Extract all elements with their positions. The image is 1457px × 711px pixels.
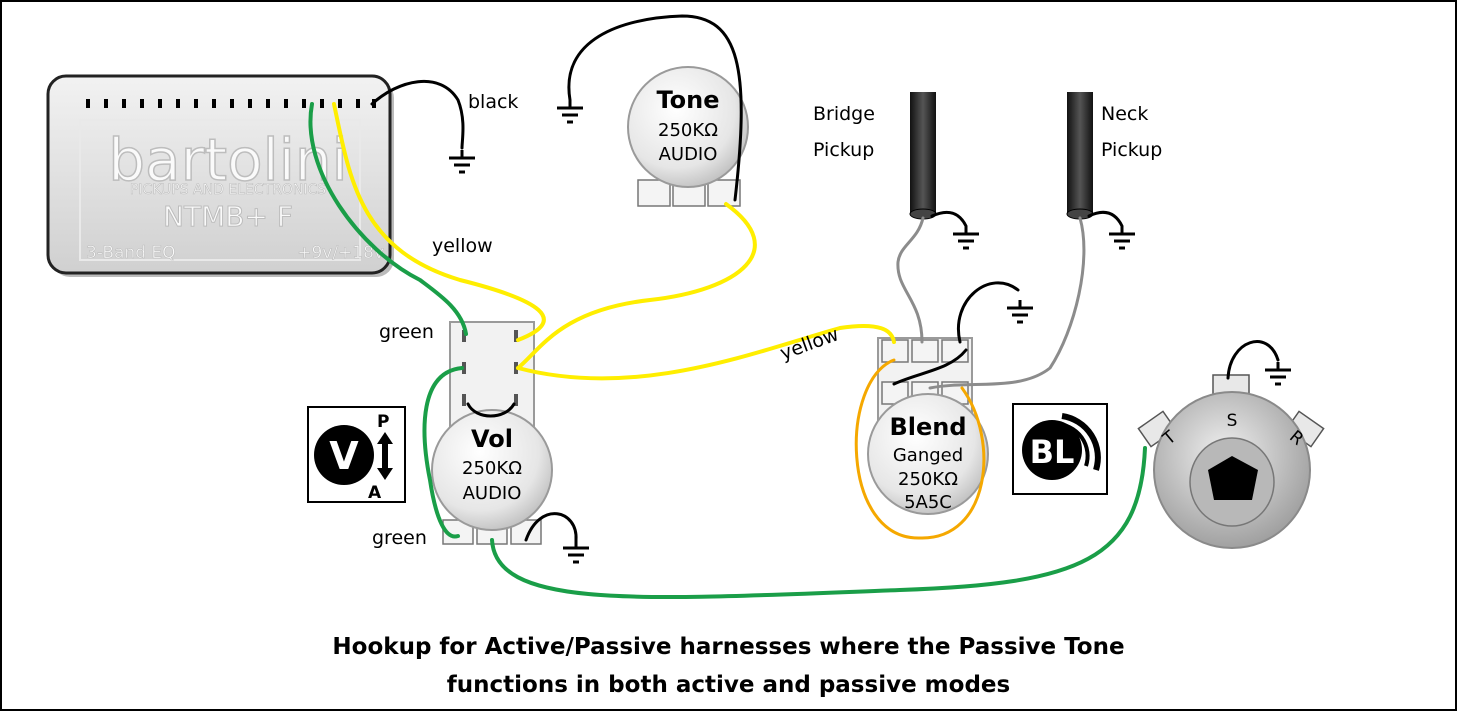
wire-yellow-switch xyxy=(332,102,546,342)
wire-black-jumper xyxy=(466,402,516,418)
wire-black-module xyxy=(370,79,465,150)
blend-taper: 5A5C xyxy=(904,492,952,513)
vol-taper: AUDIO xyxy=(463,483,522,504)
blend-value: 250KΩ xyxy=(898,469,958,490)
jack-s-label: S xyxy=(1227,411,1238,431)
label-yellow-mid: yellow xyxy=(777,323,842,364)
wire-gray-bridge xyxy=(896,216,925,344)
module-eq: 3-Band EQ xyxy=(86,243,176,263)
label-green-bottom: green xyxy=(372,527,427,549)
bridge-pickup xyxy=(909,92,937,220)
active-passive-icon: V P A xyxy=(307,406,406,503)
up-down-arrow-icon xyxy=(377,432,393,480)
ground-icon-vol xyxy=(561,538,591,564)
module-brand: bartolini xyxy=(108,126,348,194)
ground-icon-tone xyxy=(555,98,585,124)
wire-yellow-blend xyxy=(516,323,896,381)
label-black: black xyxy=(468,91,518,113)
wire-black-blend xyxy=(957,281,1020,344)
output-jack: T S R xyxy=(1137,374,1325,549)
wire-green-switch xyxy=(308,102,468,336)
caption-line-1: Hookup for Active/Passive harnesses wher… xyxy=(332,634,1125,660)
wire-orange-blend xyxy=(854,358,986,540)
tone-taper: AUDIO xyxy=(659,144,718,165)
label-bridge-2: Pickup xyxy=(813,139,874,161)
blend-pot: Blend Ganged 250KΩ 5A5C xyxy=(867,337,989,515)
wire-black-blend-jumper xyxy=(892,348,968,386)
vpa-bottom: A xyxy=(368,483,382,503)
ground-icon-neck xyxy=(1107,224,1137,250)
bl-letters: BL xyxy=(1030,433,1075,471)
caption-line-2: functions in both active and passive mod… xyxy=(446,672,1011,698)
tone-value: 250KΩ xyxy=(658,120,718,141)
wire-black-tone xyxy=(567,14,743,202)
label-neck-1: Neck xyxy=(1101,103,1148,125)
ground-icon-bridge xyxy=(951,224,981,250)
module-voltage: +9v/+18v xyxy=(297,243,384,263)
tone-name: Tone xyxy=(656,86,719,114)
wire-yellow-tone xyxy=(516,202,757,370)
wire-black-neck xyxy=(1087,210,1124,228)
label-bridge-1: Bridge xyxy=(813,103,875,125)
vpa-letter: V xyxy=(329,434,359,478)
wire-gray-neck xyxy=(928,216,1086,390)
vpa-top: P xyxy=(377,412,389,432)
vol-name: Vol xyxy=(471,425,513,453)
blend-name: Blend xyxy=(889,413,966,441)
label-green-top: green xyxy=(379,321,434,343)
module-model: NTMB+ F xyxy=(163,200,293,233)
ground-icon-module xyxy=(447,148,477,174)
wires xyxy=(308,14,1280,600)
blend-icon: BL xyxy=(1012,403,1108,495)
module-subtitle: PICKUPS AND ELECTRONICS xyxy=(130,182,326,198)
blend-type: Ganged xyxy=(893,445,963,466)
ground-icon-jack xyxy=(1263,360,1293,386)
wire-black-jack xyxy=(1226,340,1280,380)
wire-green-jack xyxy=(490,446,1147,600)
neck-pickup xyxy=(1066,92,1094,220)
vol-value: 250KΩ xyxy=(462,458,522,479)
label-neck-2: Pickup xyxy=(1101,139,1162,161)
tone-pot: Tone 250KΩ AUDIO xyxy=(627,66,749,207)
label-yellow-top: yellow xyxy=(432,235,493,257)
wire-black-bridge xyxy=(930,210,968,228)
ntmb-module: bartolini PICKUPS AND ELECTRONICS NTMB+ … xyxy=(46,74,394,277)
wire-green-vol xyxy=(422,366,464,539)
caption: Hookup for Active/Passive harnesses wher… xyxy=(0,628,1457,704)
wire-black-vol xyxy=(524,512,578,542)
ground-icon-blend xyxy=(1005,298,1035,324)
